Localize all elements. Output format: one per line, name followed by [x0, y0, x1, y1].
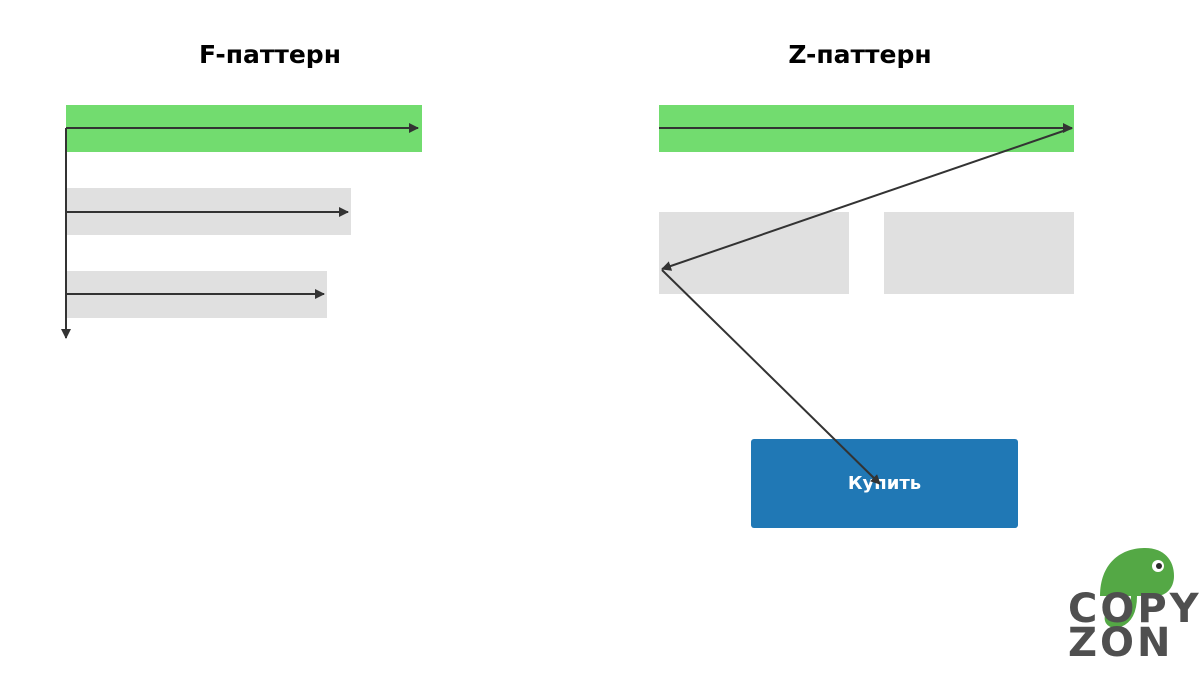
z-arrow-diagonal	[661, 127, 1073, 271]
z-arrow-bottom	[661, 269, 881, 485]
z-content-block-right	[884, 212, 1074, 294]
logo-text-zon: ZON	[1068, 620, 1174, 666]
logo-text-copy: COPY	[1068, 586, 1200, 632]
chameleon-logo-icon	[1100, 548, 1174, 628]
z-pattern-title: Z-паттерн	[788, 40, 932, 69]
buy-button[interactable]: Купить	[751, 439, 1018, 528]
z-content-block-left	[659, 212, 849, 294]
f-pattern-title: F-паттерн	[199, 40, 341, 69]
